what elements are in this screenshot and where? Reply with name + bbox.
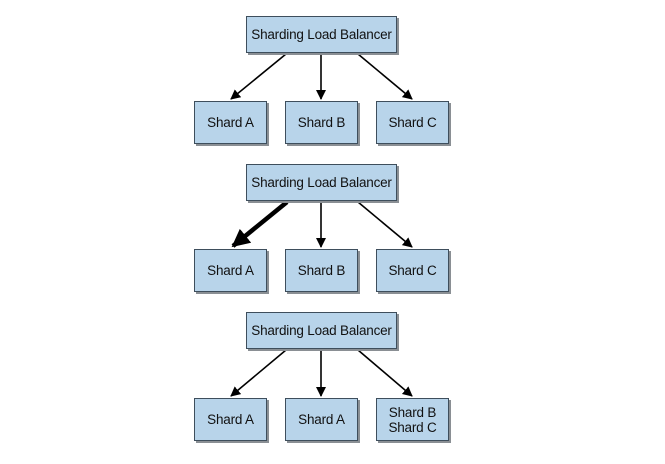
shard-box: Shard C: [376, 249, 449, 292]
load-balancer-box: Sharding Load Balancer: [246, 312, 397, 349]
diagram-2-edges: [231, 200, 413, 248]
shard-label: Shard C: [388, 419, 437, 435]
shard-box: Shard A: [285, 398, 358, 441]
shard-box: Shard A: [194, 101, 267, 144]
load-balancer-box: Sharding Load Balancer: [246, 16, 397, 53]
arrow-to-shard-a: [230, 349, 287, 397]
shard-label: Shard C: [388, 263, 437, 278]
shard-box: Shard B: [285, 101, 358, 144]
arrow-to-shard-a-emphasized: [231, 200, 289, 248]
shard-label: Shard A: [207, 263, 254, 278]
arrow-to-shard-bc: [357, 349, 413, 397]
diagram-3-edges: [230, 349, 413, 397]
shard-box: Shard B: [285, 249, 358, 292]
arrow-to-shard-a: [230, 53, 287, 100]
shard-label: Shard A: [298, 412, 345, 427]
diagram-1-edges: [230, 53, 413, 100]
shard-label: Shard B: [297, 263, 346, 278]
shard-label: Shard C: [388, 115, 437, 130]
shard-box: Shard B Shard C: [376, 398, 449, 441]
arrow-to-shard-c: [357, 53, 413, 100]
shard-label: Shard B: [388, 404, 437, 420]
shard-label: Shard A: [207, 412, 254, 427]
shard-box: Shard C: [376, 101, 449, 144]
shard-label: Shard B: [297, 115, 346, 130]
shard-box: Shard A: [194, 249, 267, 292]
arrow-to-shard-c: [357, 201, 413, 248]
shard-label: Shard A: [207, 115, 254, 130]
shard-box: Shard A: [194, 398, 267, 441]
load-balancer-label: Sharding Load Balancer: [251, 175, 392, 190]
load-balancer-box: Sharding Load Balancer: [246, 164, 397, 201]
load-balancer-label: Sharding Load Balancer: [251, 323, 392, 338]
load-balancer-label: Sharding Load Balancer: [251, 27, 392, 42]
